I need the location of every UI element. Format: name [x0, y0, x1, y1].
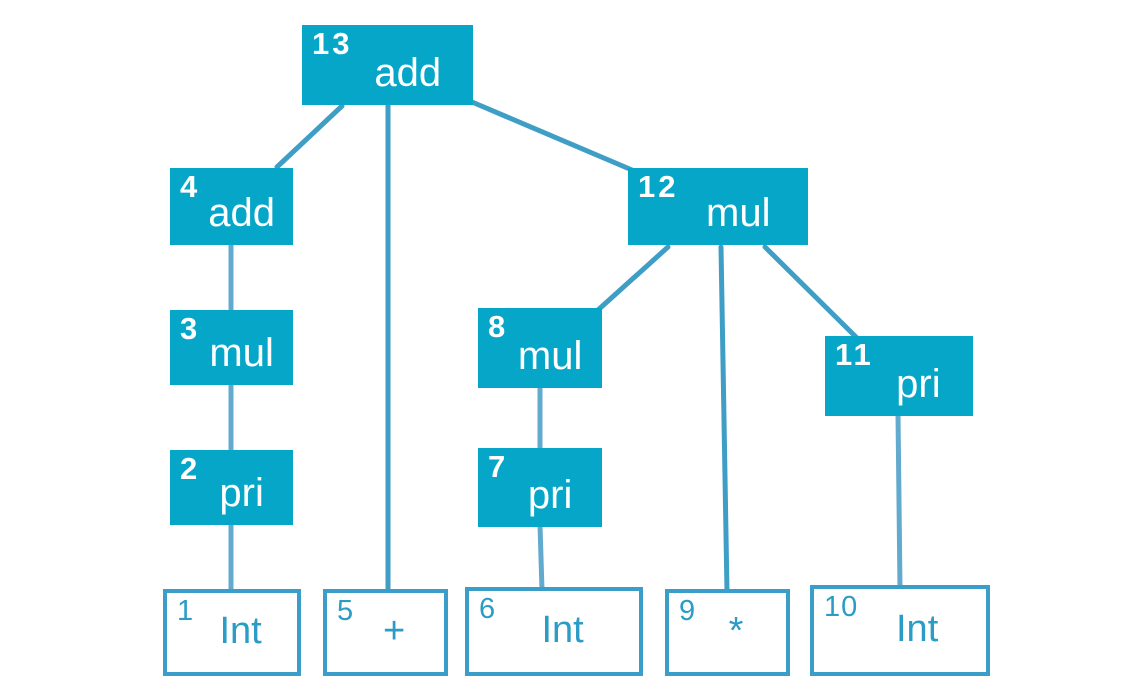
tree-leaf-int-10: 10 Int	[810, 585, 990, 676]
edge-12-11	[762, 244, 860, 341]
edge-11-10	[895, 411, 903, 591]
edge-12-8	[595, 244, 671, 313]
node-label: mul	[706, 191, 771, 235]
edge-13-4	[274, 103, 345, 170]
node-label: mul	[517, 334, 583, 378]
tree-node-mul-8: 8 mul	[478, 308, 602, 388]
node-number: 12	[638, 169, 679, 204]
tree-node-pri-7: 7 pri	[478, 448, 602, 527]
tree-node-mul-3: 3 mul	[170, 310, 293, 385]
node-label: Int	[896, 607, 939, 650]
node-number: 11	[835, 337, 874, 372]
edge-13-12	[469, 99, 635, 173]
node-label: pri	[896, 362, 941, 406]
tree-node-add-13: 13 add	[302, 25, 473, 105]
node-label: add	[374, 51, 442, 95]
node-number: 7	[488, 449, 509, 484]
node-label: Int	[219, 609, 262, 652]
node-number: 13	[312, 26, 353, 61]
edge-7-6	[537, 522, 545, 593]
tree-node-pri-2: 2 pri	[170, 450, 293, 525]
tree-leaf-int-1: 1 Int	[163, 589, 301, 676]
tree-leaf-plus-5: 5 +	[323, 589, 448, 676]
node-number: 2	[180, 451, 201, 486]
node-number: 1	[177, 595, 195, 627]
tree-node-mul-12: 12 mul	[628, 168, 808, 245]
node-label: Int	[541, 608, 584, 651]
node-number: 6	[479, 593, 497, 625]
edge-12-9	[718, 244, 730, 595]
tree-leaf-int-6: 6 Int	[465, 587, 643, 676]
tree-node-add-4: 4 add	[170, 168, 293, 245]
node-number: 10	[824, 591, 859, 623]
tree-leaf-star-9: 9 *	[665, 589, 790, 676]
node-label: add	[208, 191, 275, 235]
node-label: mul	[209, 331, 274, 375]
node-number: 5	[337, 595, 355, 627]
node-number: 4	[180, 169, 201, 204]
tree-node-pri-11: 11 pri	[825, 336, 973, 416]
node-label: pri	[527, 473, 573, 517]
node-label: pri	[219, 471, 264, 515]
node-number: 8	[488, 309, 509, 344]
node-number: 9	[679, 595, 697, 627]
node-label: +	[382, 609, 406, 652]
node-number: 3	[180, 311, 201, 346]
node-label: *	[728, 609, 744, 652]
